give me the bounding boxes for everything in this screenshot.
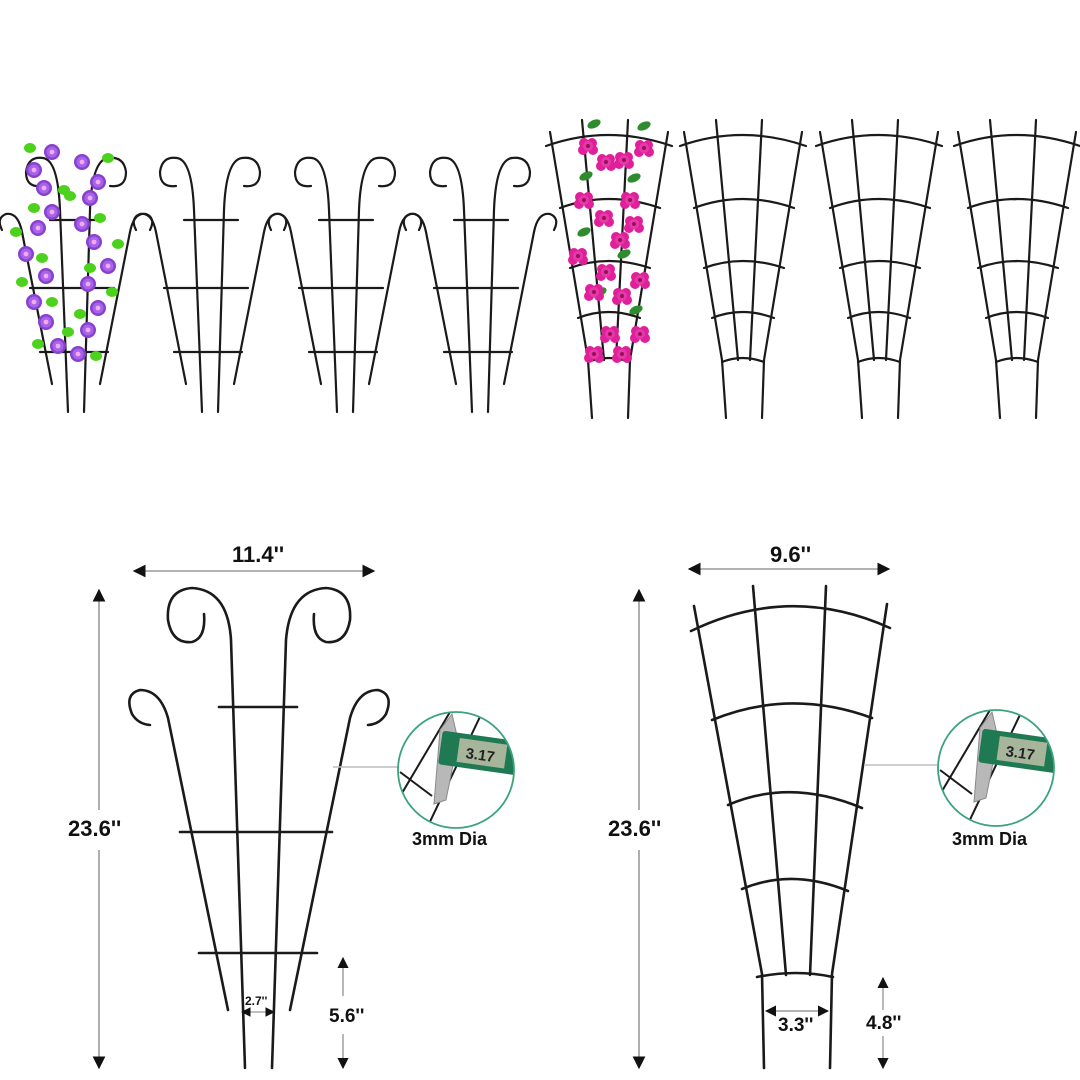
- stake-length-label: 4.8'': [866, 1013, 902, 1034]
- caliper-magnifier-icon: 3.17: [937, 709, 1055, 827]
- caliper-magnifier-icon: 3.17: [397, 711, 515, 829]
- stake-spacing-label: 2.7'': [245, 994, 268, 1008]
- height-label: 23.6'': [68, 816, 122, 841]
- svg-text:3.17: 3.17: [1005, 743, 1036, 764]
- wire-diameter-label: 3mm Dia: [952, 829, 1028, 849]
- height-label: 23.6'': [608, 816, 662, 841]
- width-label: 11.4'': [232, 542, 285, 567]
- scroll-trellis-large: [128, 586, 390, 1070]
- wire-diameter-label: 3mm Dia: [412, 829, 488, 849]
- svg-text:3.17: 3.17: [465, 745, 496, 766]
- stake-length-label: 5.6'': [329, 1006, 365, 1027]
- fan-trellis-large: [689, 584, 892, 1070]
- width-label: 9.6'': [770, 542, 812, 567]
- stake-spacing-label: 3.3'': [778, 1015, 814, 1036]
